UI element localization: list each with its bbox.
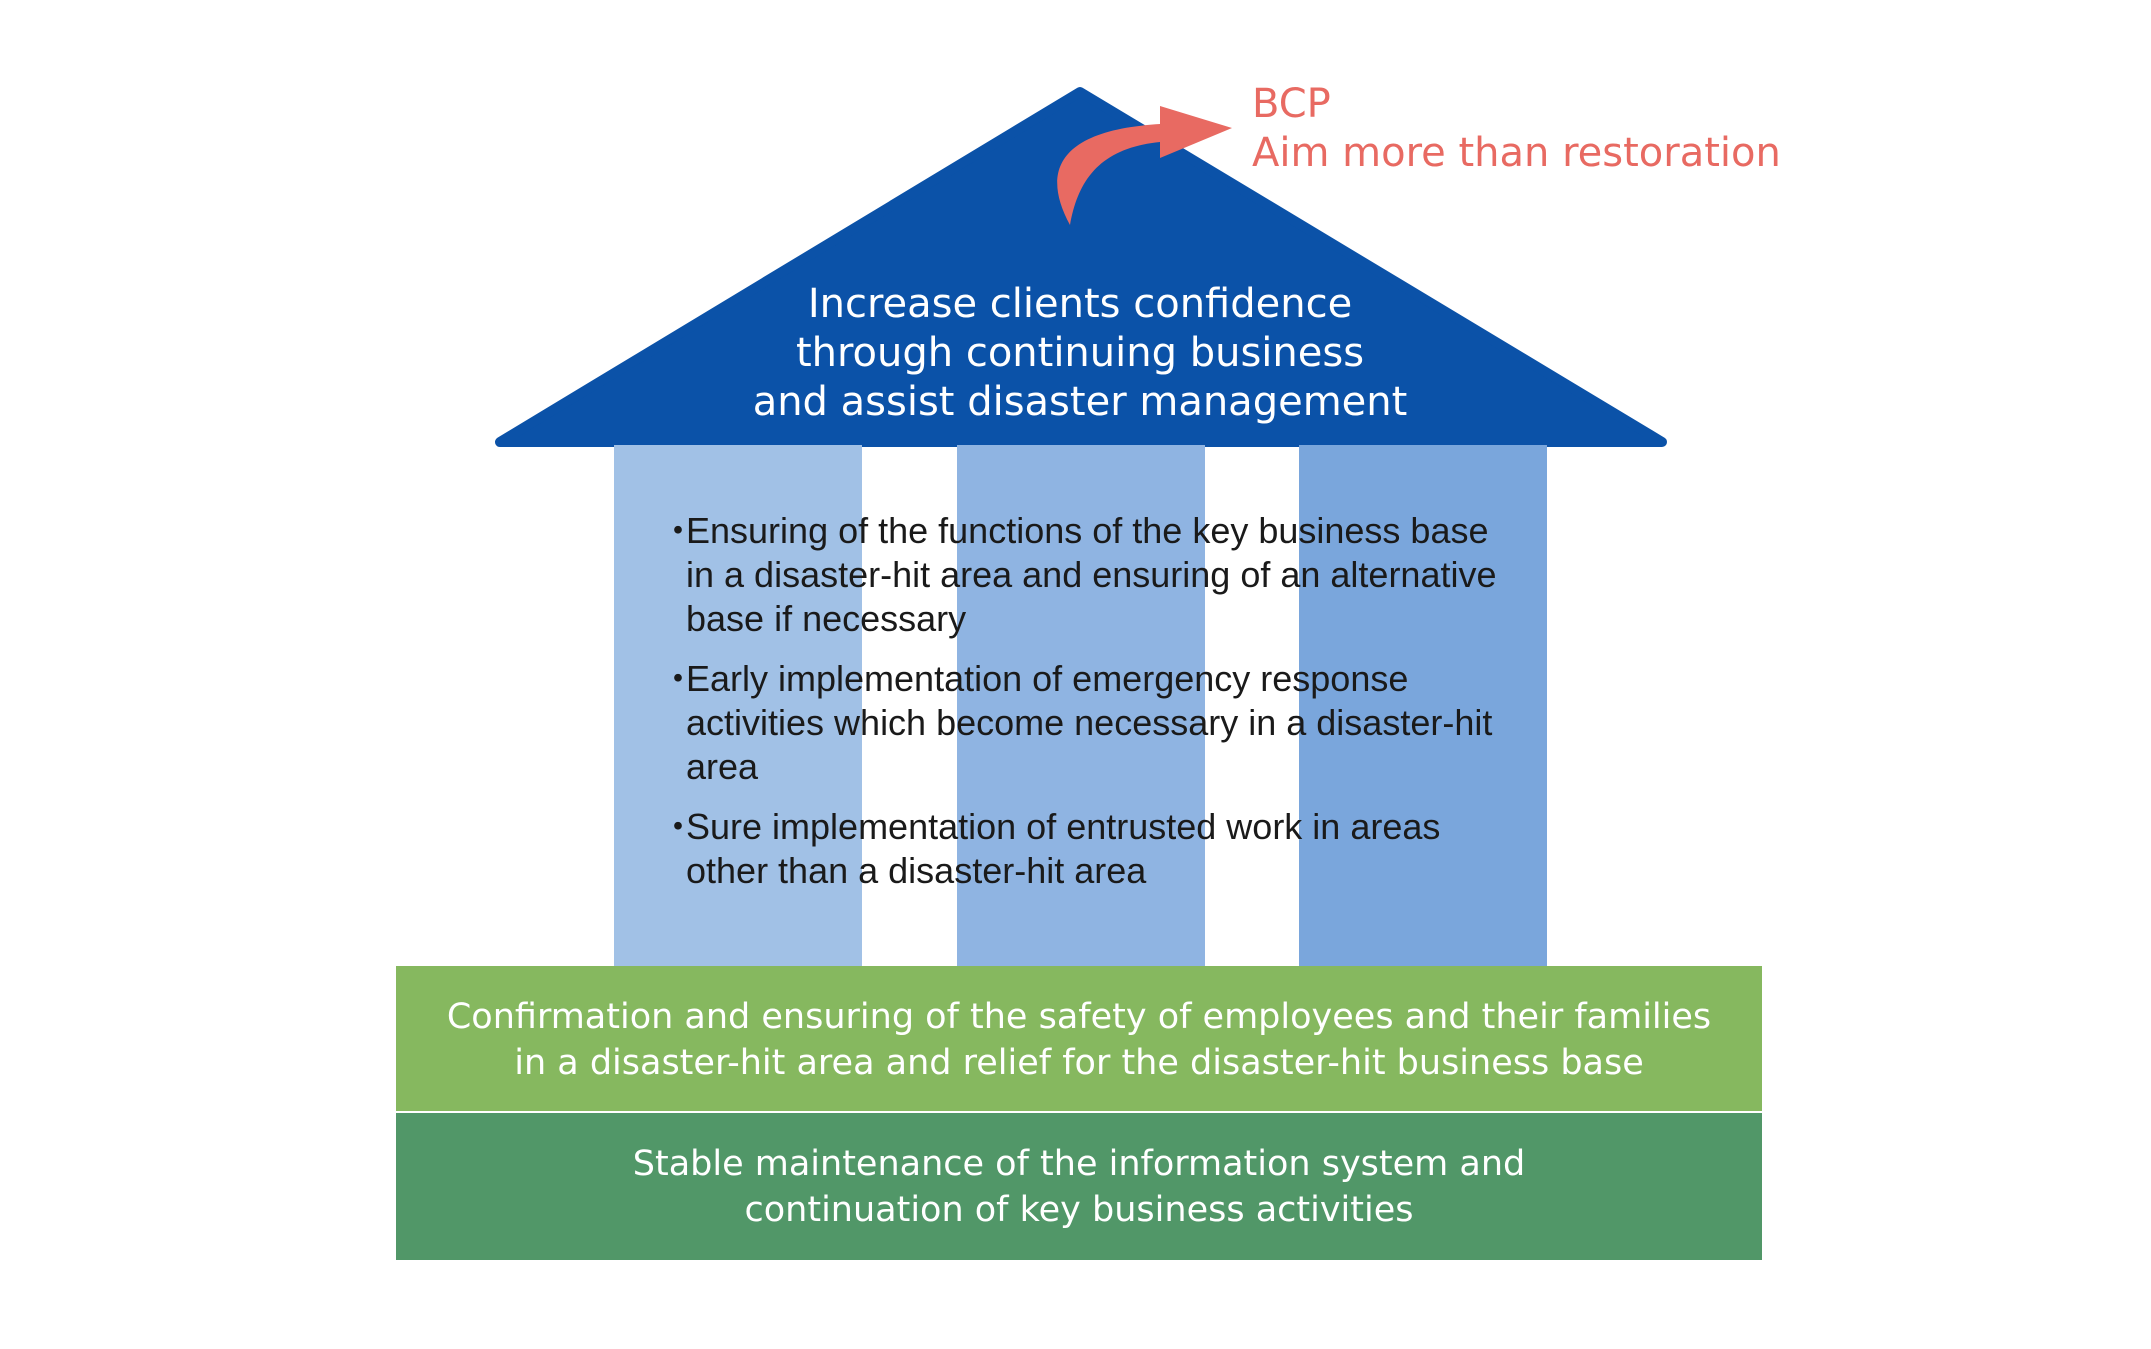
list-item-line: base if necessary bbox=[686, 598, 967, 639]
list-item-line: Sure implementation of entrusted work in… bbox=[686, 806, 1441, 847]
list-item-line: Ensuring of the functions of the key bus… bbox=[686, 510, 1489, 551]
bullet-dot: ・ bbox=[660, 658, 697, 699]
curved-arrow-icon bbox=[1057, 106, 1232, 225]
foundation-it-line-2: continuation of key business activities bbox=[744, 1190, 1414, 1230]
pillar-right bbox=[1299, 445, 1547, 967]
list-item: ・ Ensuring of the functions of the key b… bbox=[654, 509, 1534, 641]
list-item-line: activities which become necessary in a d… bbox=[686, 702, 1493, 743]
bullet-dot: ・ bbox=[660, 510, 697, 551]
roof-line-1: Increase clients confidence bbox=[807, 281, 1353, 327]
roof bbox=[495, 87, 1667, 447]
list-item: ・ Early implementation of emergency resp… bbox=[654, 657, 1534, 789]
annotation-title: BCP bbox=[1252, 81, 1331, 127]
annotation-subtitle: Aim more than restoration bbox=[1252, 130, 1781, 176]
foundation-safety-band: Confirmation and ensuring of the safety … bbox=[396, 966, 1762, 1111]
list-item: ・ Sure implementation of entrusted work … bbox=[654, 805, 1534, 893]
foundation-safety-line-2: in a disaster-hit area and relief for th… bbox=[514, 1043, 1644, 1083]
foundation-it-band: Stable maintenance of the information sy… bbox=[396, 1113, 1762, 1260]
pillar-middle bbox=[957, 445, 1205, 967]
roof-line-3: and assist disaster management bbox=[752, 379, 1408, 425]
list-item-line: other than a disaster-hit area bbox=[686, 850, 1147, 891]
list-item-line: area bbox=[686, 746, 759, 787]
bullet-dot: ・ bbox=[660, 806, 697, 847]
pillar-left bbox=[614, 445, 862, 967]
list-item-line: in a disaster-hit area and ensuring of a… bbox=[686, 554, 1497, 595]
foundation-safety-line-1: Confirmation and ensuring of the safety … bbox=[446, 997, 1712, 1037]
bullet-list: ・ Ensuring of the functions of the key b… bbox=[654, 509, 1534, 909]
roof-line-2: through continuing business bbox=[795, 330, 1365, 376]
foundation-it-line-1: Stable maintenance of the information sy… bbox=[632, 1144, 1526, 1184]
list-item-line: Early implementation of emergency respon… bbox=[686, 658, 1409, 699]
